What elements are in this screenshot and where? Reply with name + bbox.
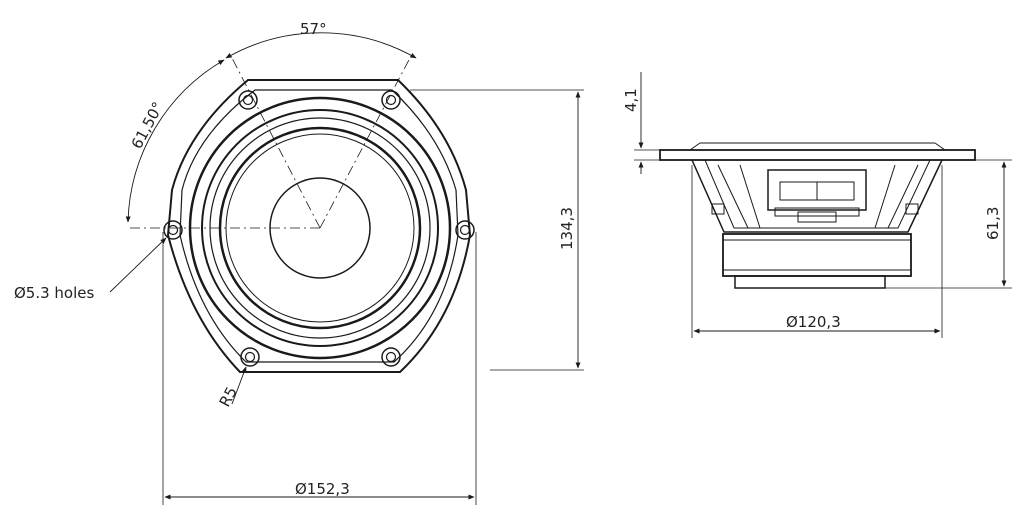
flange	[659, 149, 976, 161]
angle-57-label: 57°	[300, 20, 327, 38]
side-view: 4,1 61,3 Ø120,3	[622, 72, 1012, 338]
mounting-hole	[381, 347, 401, 367]
diameter-label: Ø120,3	[786, 313, 841, 331]
front-view: 57° 61,50° Ø5.3 holes R5 134,3 Ø152,3	[14, 20, 584, 505]
depth-label: 61,3	[984, 207, 1002, 240]
back-plate	[734, 275, 886, 289]
mounting-hole	[455, 220, 475, 240]
angle-61-arc	[125, 59, 225, 223]
height-label: 134,3	[558, 207, 576, 250]
radius-label: R5	[216, 384, 241, 410]
mounting-hole	[381, 90, 401, 110]
frame-ring	[188, 96, 452, 360]
surround-outer	[201, 109, 439, 347]
mounting-hole	[163, 220, 183, 240]
angle-61-label: 61,50°	[128, 99, 168, 152]
holes-leader	[109, 237, 167, 293]
angle-57-arc	[225, 32, 417, 59]
center-line	[231, 57, 321, 229]
basket	[691, 159, 943, 233]
mounting-hole	[238, 90, 258, 110]
holes-label: Ø5.3 holes	[14, 284, 95, 302]
width-label: Ø152,3	[295, 480, 350, 498]
center-line	[319, 57, 411, 229]
terminal-block	[767, 169, 867, 211]
mounting-hole	[240, 347, 260, 367]
radius-leader	[231, 366, 247, 405]
flange-label: 4,1	[622, 88, 640, 112]
